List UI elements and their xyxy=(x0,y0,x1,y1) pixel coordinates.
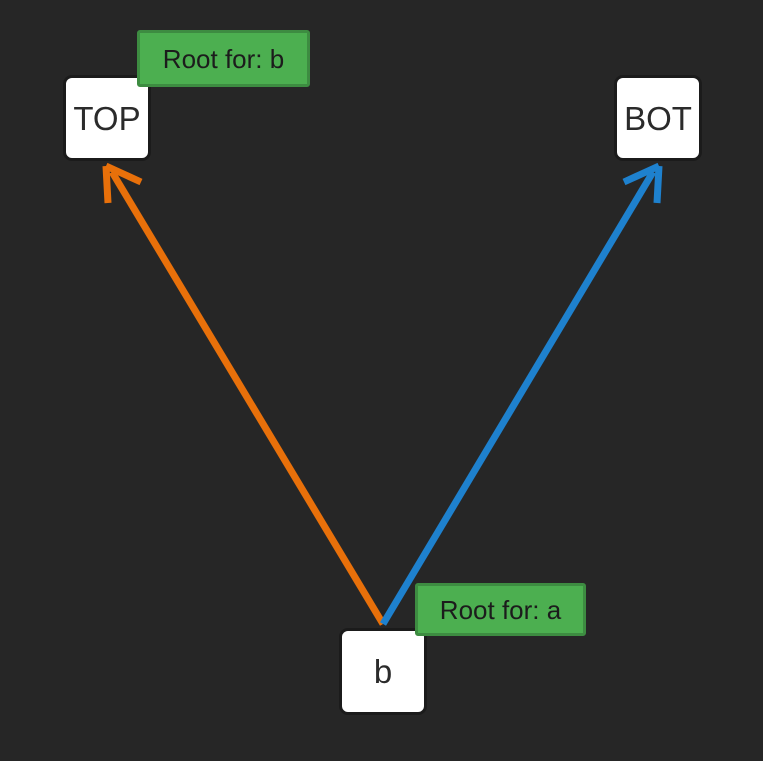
edge-b-to-top[interactable] xyxy=(102,162,387,626)
node-bot[interactable]: BOT xyxy=(614,75,702,161)
badge-root-for-a-label: Root for: a xyxy=(439,594,562,625)
edge-b-to-top-arrowhead xyxy=(102,162,143,204)
node-b-label: b xyxy=(373,653,393,690)
edge-b-to-bot-line xyxy=(379,170,657,626)
badge-root-for-b-label: Root for: b xyxy=(162,43,285,74)
node-b[interactable]: b xyxy=(339,628,427,715)
node-bot-label: BOT xyxy=(624,99,692,137)
node-top-label: TOP xyxy=(73,99,141,137)
edge-b-to-top-line xyxy=(108,170,387,626)
edge-b-to-bot-arrowhead xyxy=(622,162,663,204)
badge-root-for-a[interactable]: Root for: a xyxy=(415,583,586,636)
badge-root-for-b[interactable]: Root for: b xyxy=(137,30,310,87)
node-top[interactable]: TOP xyxy=(63,75,151,161)
edge-b-to-bot[interactable] xyxy=(379,162,663,626)
